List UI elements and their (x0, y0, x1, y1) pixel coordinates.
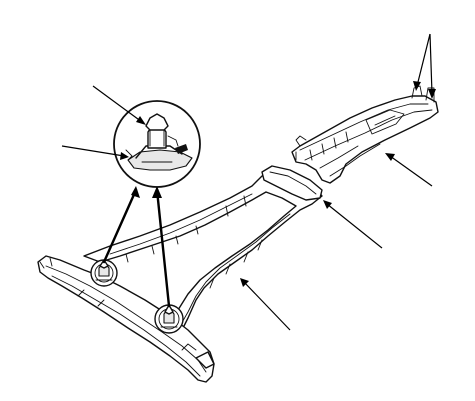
rear-bracket-section (291, 85, 439, 184)
front-panel-section (37, 255, 215, 383)
mounting-clip-2 (154, 304, 184, 334)
clip-detail-callout (113, 100, 201, 188)
leader-trim-strip (323, 200, 383, 249)
detail-arrows (102, 186, 171, 308)
leader-clip-flange (61, 145, 129, 160)
leader-rear-bracket (385, 153, 433, 187)
mounting-clip-1 (90, 259, 118, 287)
leader-side-rail (240, 278, 291, 331)
connecting-trim-strip (261, 165, 323, 201)
leader-clip-top (92, 85, 146, 125)
leader-rear-bracket-top (413, 33, 436, 99)
